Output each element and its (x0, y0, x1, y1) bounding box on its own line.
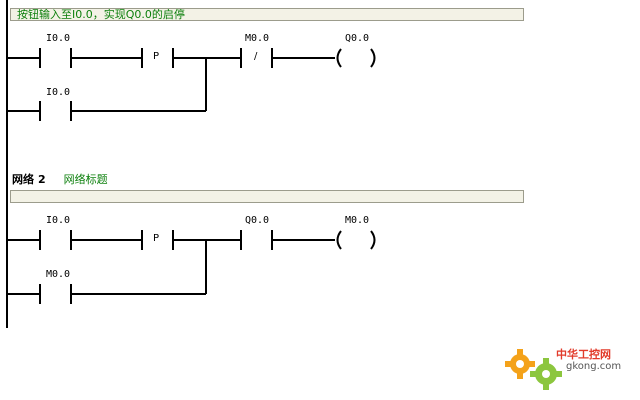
gear-icon (530, 358, 562, 390)
n2-coil-left (336, 230, 342, 250)
network2-title: 网络标题 (63, 173, 108, 186)
gkong-logo (505, 349, 562, 390)
n2-branch-address[interactable]: M0.0 (46, 269, 71, 280)
n2-contact1-address[interactable]: I0.0 (46, 215, 71, 226)
n1-contact1-address[interactable]: I0.0 (46, 33, 71, 44)
power-rail (6, 0, 8, 328)
watermark-url: gkong.com (566, 361, 622, 372)
network2-number: 2 (38, 173, 46, 186)
n1-coil-right (370, 48, 376, 68)
network1-comment[interactable]: 按钮输入至I0.0，实现Q0.0的启停 (10, 8, 524, 21)
n2-coil-address[interactable]: M0.0 (345, 215, 370, 226)
network2-header[interactable]: 网络 2 网络标题 (12, 171, 108, 187)
n1-branch-address[interactable]: I0.0 (46, 87, 71, 98)
n2-edge-symbol[interactable]: P (153, 233, 160, 244)
n1-coil-left (336, 48, 342, 68)
n1-edge-symbol[interactable]: P (153, 51, 160, 62)
n2-coil-right (370, 230, 376, 250)
n1-contact2-symbol[interactable]: / (254, 51, 258, 62)
gear-icon (505, 349, 535, 379)
network2-label: 网络 (12, 173, 34, 186)
n1-contact2-address[interactable]: M0.0 (245, 33, 270, 44)
watermark-brand: 中华工控网 (556, 348, 611, 361)
n2-contact2-address[interactable]: Q0.0 (245, 215, 270, 226)
n1-coil-address[interactable]: Q0.0 (345, 33, 370, 44)
network2-comment[interactable] (10, 190, 524, 203)
